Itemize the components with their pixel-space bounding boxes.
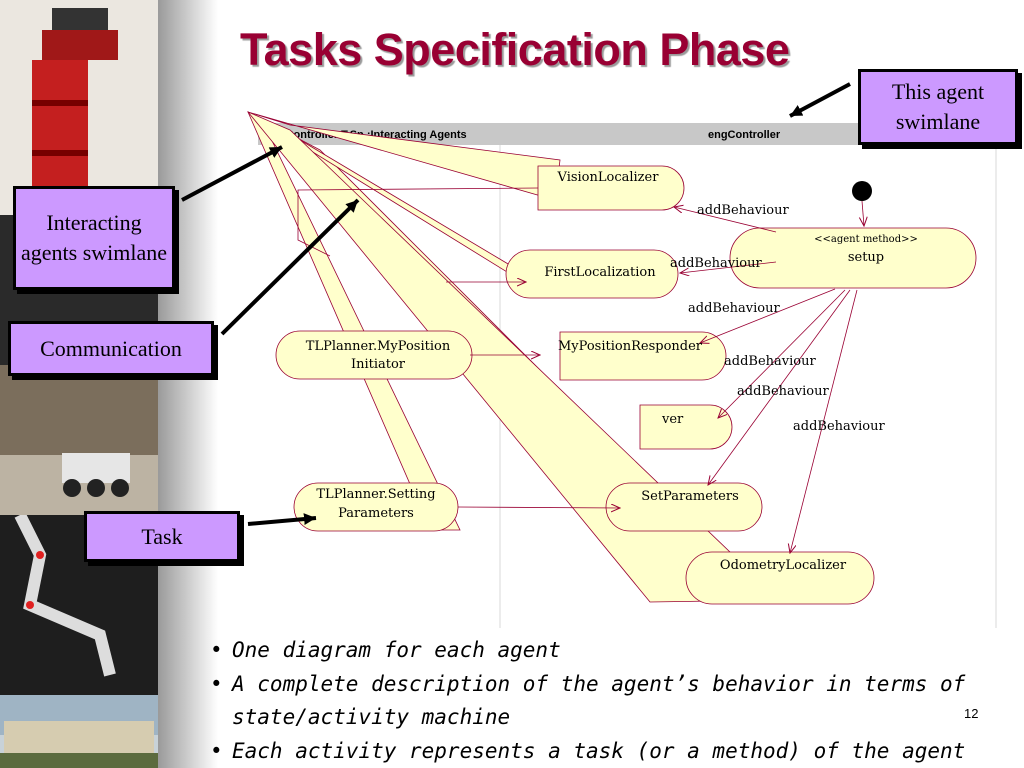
label-first-localization: FirstLocalization (544, 265, 656, 280)
label-vision-localizer: VisionLocalizer (557, 170, 660, 185)
robot-illustration (32, 8, 118, 210)
label-initiator-line2: Initiator (351, 357, 406, 372)
label-setting-line1: TLPlanner.Setting (316, 487, 435, 502)
activity-odometry-localizer (685, 551, 875, 605)
mobile-robot-illustration (0, 453, 158, 515)
swimlane-header-right: engController (708, 129, 781, 141)
mobile-robot-photo (0, 365, 158, 515)
activity-first-localization (505, 249, 679, 299)
activity-setting-parameters (293, 482, 459, 532)
pointer-wedges (247, 111, 781, 603)
callout-communication: Communication (8, 321, 214, 376)
initial-node (852, 181, 872, 201)
bullet-list: One diagram for each agent A complete de… (210, 634, 970, 768)
manipulator-illustration (14, 512, 116, 677)
label-setup: setup (848, 250, 884, 265)
callout-this-agent-swimlane: This agent swimlane (858, 69, 1018, 145)
building-photo (0, 695, 158, 768)
activity-myposition-initiator (275, 330, 473, 380)
edge-label: addBehaviour (688, 301, 780, 316)
edge-label: addBehaviour (670, 256, 762, 271)
swimlane-header (258, 123, 878, 145)
label-setup-stereotype: <<agent method>> (814, 234, 918, 245)
label-odometry-localizer: OdometryLocalizer (720, 558, 847, 573)
activity-setup (729, 227, 977, 289)
label-setting-line2: Parameters (338, 506, 414, 521)
building-illustration (0, 695, 158, 768)
label-set-parameters: SetParameters (641, 489, 739, 504)
bullet-item: A complete description of the agent’s be… (210, 668, 970, 735)
label-fragment: ver (661, 412, 684, 427)
activity-set-parameters (605, 482, 763, 532)
label-responder: MyPositionResponder (558, 339, 703, 354)
callout-arrows (181, 82, 851, 526)
edges (297, 187, 864, 553)
edge-label: addBehaviour (697, 203, 789, 218)
edge-label: addBehaviour (737, 384, 829, 399)
page-number: 12 (964, 706, 979, 721)
callout-interacting-agents-swimlane: Interacting agents swimlane (13, 186, 175, 290)
activity-vision-localizer (537, 165, 685, 211)
edge-label: addBehaviour (724, 354, 816, 369)
edge-label: addBehaviour (793, 419, 885, 434)
robot-photo (0, 0, 158, 215)
slide-title: Tasks Specification Phase (240, 24, 790, 75)
activity-fragment (639, 404, 733, 450)
photo-strip (0, 0, 158, 768)
label-initiator-line1: TLPlanner.MyPosition (306, 339, 451, 354)
strip-shadow (158, 0, 218, 768)
callout-task: Task (84, 511, 240, 562)
activity-myposition-responder (559, 331, 727, 381)
bullet-item: Each activity represents a task (or a me… (210, 735, 970, 768)
bullet-item: One diagram for each agent (210, 634, 970, 668)
